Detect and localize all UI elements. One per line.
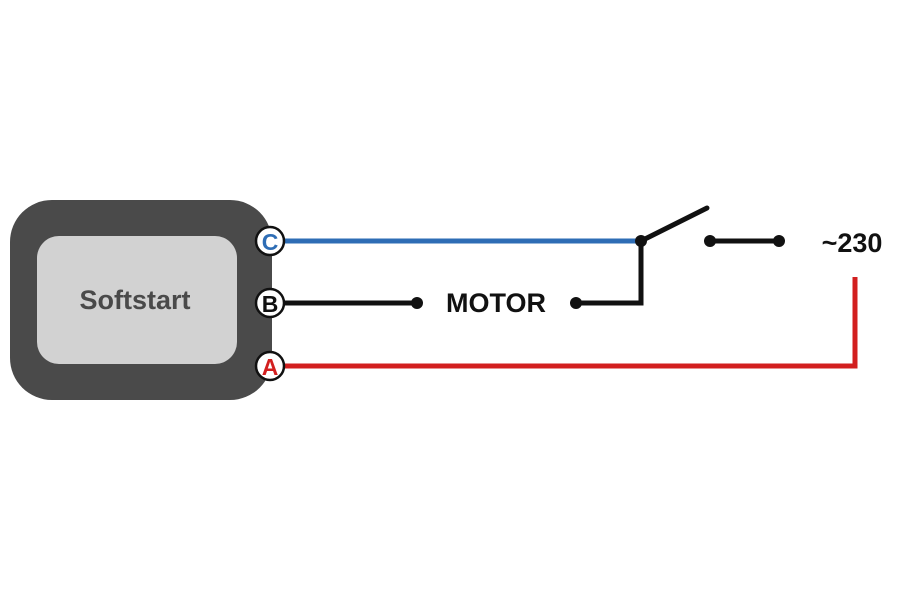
terminal-c: C [254, 225, 286, 257]
terminal-b-label: B [262, 291, 279, 317]
device-inner-panel [37, 236, 237, 364]
terminal-a-label: A [262, 354, 279, 380]
switch-fixed-contact-right [773, 235, 785, 247]
motor-left-contact [411, 297, 423, 309]
wire-a-red [284, 277, 858, 369]
supply-label: ~230 [822, 228, 883, 258]
wire-motor-to-switch [576, 241, 644, 306]
softstart-device: Softstart [10, 200, 272, 400]
terminal-c-label: C [262, 229, 279, 255]
switch [635, 205, 785, 247]
terminal-a-ring [254, 350, 286, 382]
device-label: Softstart [79, 285, 190, 315]
terminal-c-ring [254, 225, 286, 257]
switch-fixed-contact-left [704, 235, 716, 247]
switch-pivot-contact [635, 235, 647, 247]
terminal-b: B [254, 287, 286, 319]
terminal-a: A [254, 350, 286, 382]
terminal-b-ring [254, 287, 286, 319]
motor-label: MOTOR [446, 288, 546, 318]
switch-blade [638, 205, 710, 244]
